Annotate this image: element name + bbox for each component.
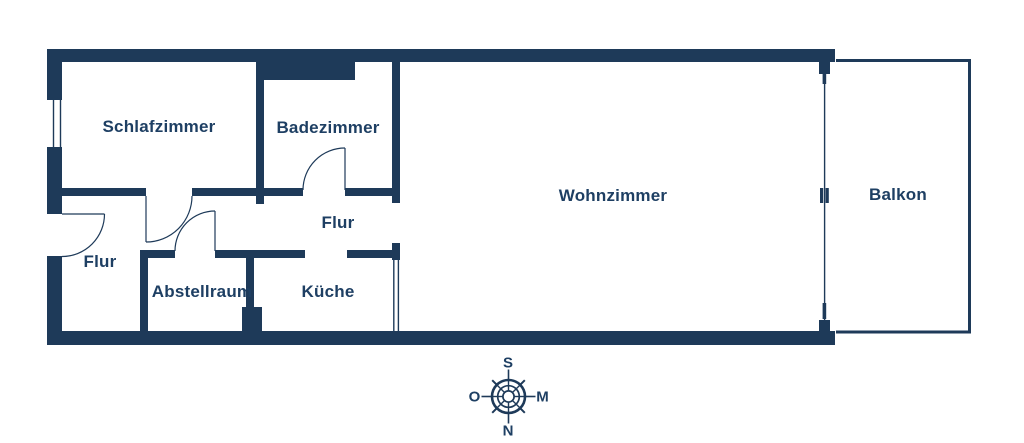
door-entrance (61, 213, 106, 258)
wall-schlaf-flur-a (62, 188, 146, 196)
compass-letter-bottom: N (502, 422, 514, 440)
room-label-kueche: Küche (301, 282, 355, 301)
wall-bottom (47, 331, 835, 345)
interior-walls (62, 62, 400, 331)
compass-letter-top: S (502, 354, 514, 372)
glass-front-balcony-door (819, 62, 830, 331)
room-label-schlafzimmer: Schlafzimmer (102, 117, 216, 136)
room-label-badezimmer: Badezimmer (276, 118, 380, 137)
wall-left (47, 49, 62, 345)
doors (61, 147, 346, 258)
wall-flur-abstell (140, 250, 148, 331)
compass-letter-left: O (468, 388, 481, 406)
wall-stub-kueche (392, 243, 400, 260)
wall-schlaf-bad (256, 62, 264, 196)
compass-letter-right: M (536, 388, 549, 406)
wall-schlaf-flur-b (192, 188, 303, 196)
balcony-door-tick-a (820, 188, 824, 203)
room-label-wohnzimmer: Wohnzimmer (558, 186, 668, 205)
balcony-outline (836, 59, 971, 334)
wall-abstell-top-a (140, 250, 175, 258)
wall-top (47, 49, 835, 62)
wall-kueche-top (347, 250, 392, 258)
wall-abstell-kueche-top (215, 250, 305, 258)
balcony-door-tick-b (825, 188, 829, 203)
room-label-flur-bad: Flur (321, 213, 355, 232)
glass-front-tick-bottom (822, 303, 827, 319)
wall-leftblock-wohnzimmer (392, 62, 400, 203)
wall-abstell-kueche (246, 250, 254, 331)
compass-rose-icon (481, 369, 536, 424)
door-abstellraum (174, 210, 216, 252)
duct-block-badezimmer (264, 62, 355, 80)
duct-block-abstellraum (242, 307, 262, 331)
entrance-door-opening (46, 214, 63, 256)
room-label-flur-eingang: Flur (83, 252, 117, 271)
glass-front-tick-top (822, 74, 827, 84)
wall-stub-schlaf-bad (256, 196, 264, 204)
glass-front-stub-bottom (819, 320, 830, 331)
window-schlafzimmer-icon (52, 100, 62, 147)
room-label-balkon: Balkon (869, 185, 927, 204)
wall-bad-flur (345, 188, 392, 196)
window-opening-schlafzimmer (46, 100, 63, 147)
window-kueche-icon (393, 260, 400, 331)
glass-front-stub-top (819, 62, 830, 74)
door-schlafzimmer (145, 195, 193, 243)
room-label-abstellraum: Abstellraum (151, 282, 253, 301)
door-badezimmer (302, 147, 346, 191)
